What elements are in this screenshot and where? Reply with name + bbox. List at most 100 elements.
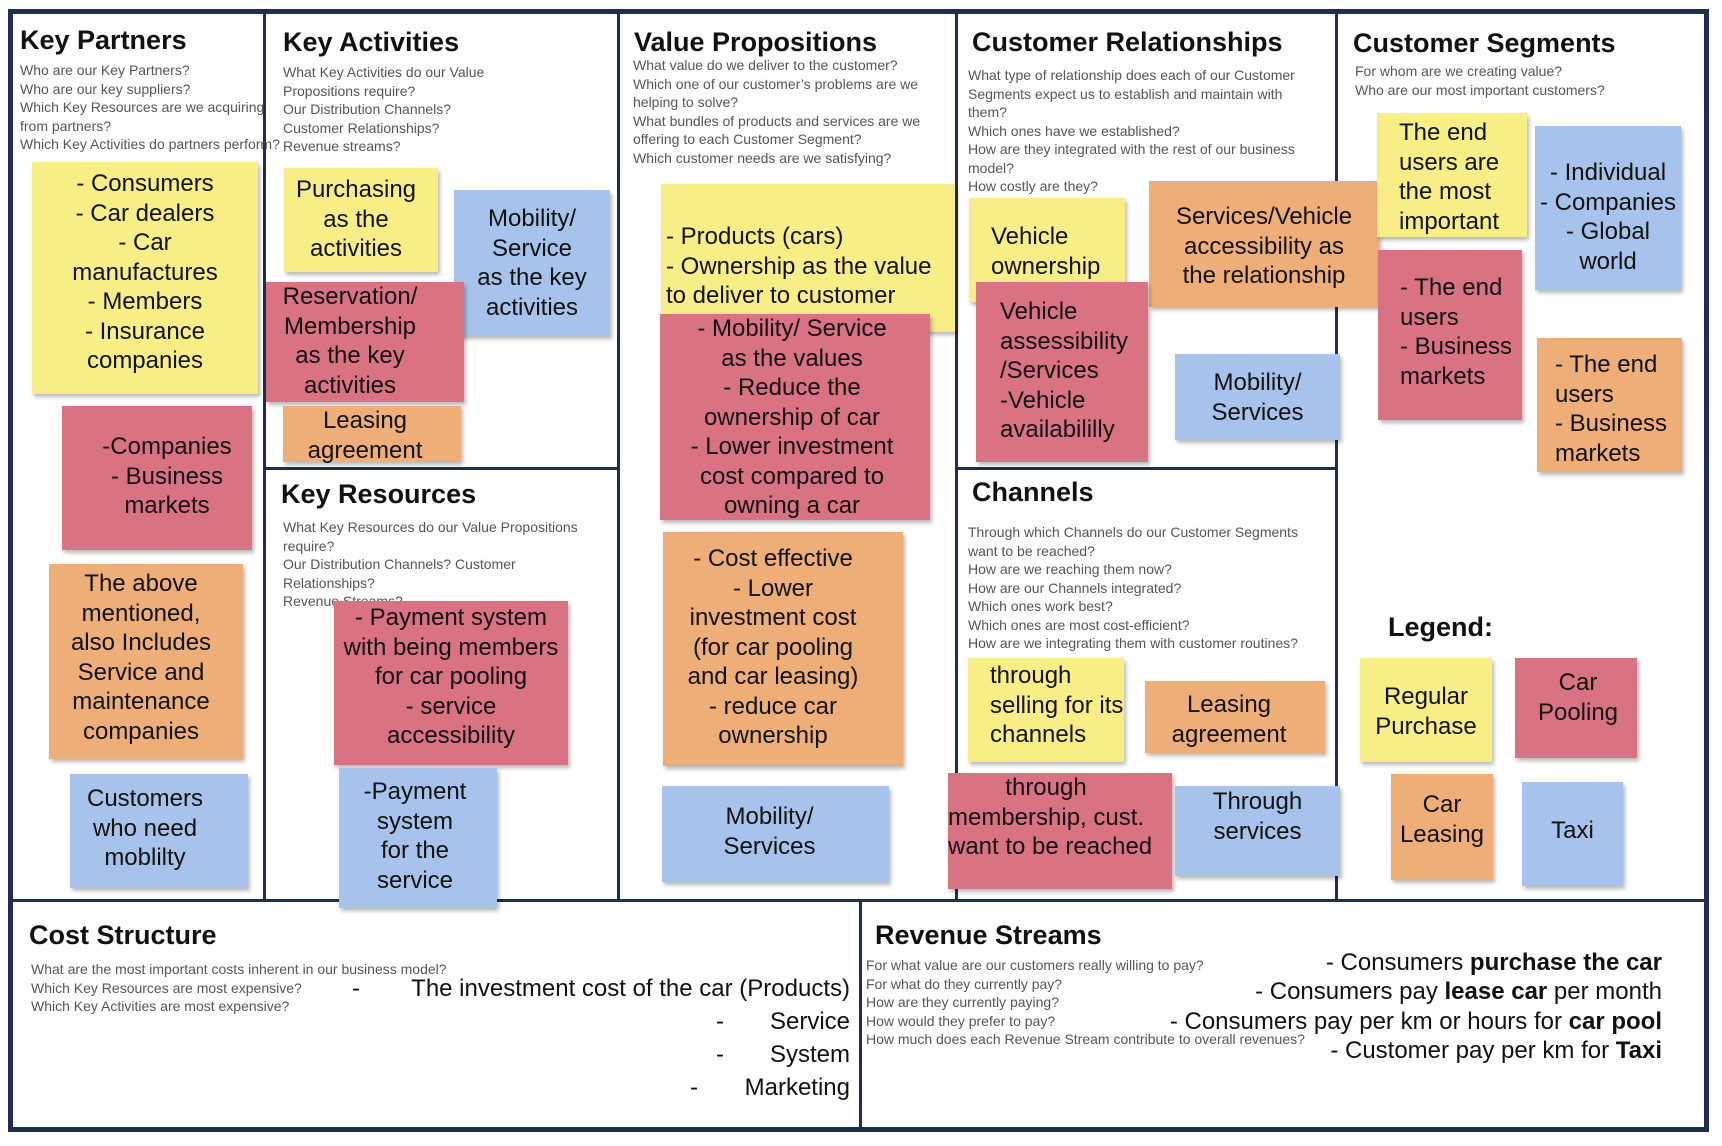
note-line: as the values [721,344,863,372]
note-line: availabililly [1000,416,1115,443]
cost-bullet: - [690,1074,698,1101]
note-line: Mobility/ [1213,369,1302,396]
note-line: to deliver to customer [666,282,896,309]
note-line: -Companies [102,433,232,460]
question-line: Which ones are most cost-efficient? [968,616,1190,633]
section-title: Revenue Streams [875,920,1102,950]
section-title: Customer Relationships [972,27,1283,57]
note-line: ownership of car [703,403,881,431]
legend-title: Legend: [1388,612,1493,642]
cost-bullet: - [716,1041,724,1068]
section-questions: For whom are we creating value?Who are o… [1355,62,1605,99]
divider [955,11,958,901]
note-line: Through [1212,788,1303,815]
question-line: Relationships? [283,574,375,591]
sticky-note: Mobility/Services [662,786,889,882]
note-line: activities [485,293,579,321]
question-line: Who are our Key Partners? [20,62,190,78]
section-questions: For what value are our customers really … [866,956,1305,1049]
cost-bullet: - [352,975,360,1002]
cost-bullet: - [716,1008,724,1035]
note-line: investment cost [689,604,857,631]
question-line: Who are our key suppliers? [20,80,191,97]
cost-item-text: System [769,1041,850,1068]
revenue-item-emphasis: purchase the car [1469,949,1662,976]
question-line: How are they currently paying? [866,994,1059,1010]
note-line: -Vehicle [1000,386,1086,414]
section-questions: Through which Channels do our Customer S… [968,523,1298,653]
question-line: What value do we deliver to the customer… [633,57,898,73]
question-line: Which ones work best? [968,598,1113,614]
question-line: Through which Channels do our Customer S… [968,524,1298,540]
revenue-item: - Consumers purchase the car [1326,948,1662,978]
note-line: membership, cust. [948,803,1145,831]
question-line: Segments expect us to establish and main… [968,85,1283,102]
section-questions: What value do we deliver to the customer… [633,56,920,167]
note-line: channels [990,721,1087,748]
cost-item-text: Marketing [744,1074,850,1101]
section-questions: What are the most important costs inhere… [31,960,447,1016]
divider [1335,11,1338,901]
question-line: Our Distribution Channels? [283,101,452,117]
cost-item-text: Service [769,1008,850,1035]
note-line: for car pooling [374,663,528,690]
question-line: How are we reaching them now? [968,561,1172,577]
section-title: Key Partners [20,25,187,55]
note-line: companies [82,717,200,745]
question-line: How are we integrating them with custome… [968,635,1298,651]
section-questions: Who are our Key Partners? Who are our key… [20,61,280,154]
section-title: Customer Segments [1353,28,1616,58]
note-line: Purchase [1375,712,1477,740]
section-title: Channels [972,477,1094,507]
revenue-item-emphasis: lease car [1444,978,1548,1005]
note-line: Leasing [1399,820,1485,848]
note-line: accessibility as [1183,232,1345,260]
note-line: Membership [283,312,417,340]
note-line: - Products (cars) [666,223,844,250]
question-line: model? [968,159,1014,176]
sticky-note: Mobility/Services [1175,354,1340,440]
note-line: as the key [477,264,587,291]
question-line: helping to solve? [633,94,739,110]
note-line: Mobility/ [487,205,577,232]
note-line: - Global [1565,218,1651,245]
note-line: The end [1399,119,1488,146]
note-line: - Members [87,288,203,315]
section-title: Key Resources [281,479,477,509]
note-line: also Includes [70,629,212,656]
note-line: -Payment [363,778,467,805]
note-line: - Car dealers [75,199,215,227]
cost-item: System [770,1040,850,1070]
question-line: How are they integrated with the rest of… [968,141,1295,157]
question-line: offering to each Customer Segment? [633,131,862,147]
note-line: users are [1399,148,1500,176]
note-line: owning a car [723,492,861,519]
note-line: with being members [343,633,559,661]
note-line: services [1213,817,1302,845]
note-line: - Reduce the [723,374,861,401]
note-line: important [1399,207,1500,235]
note-line: markets [1400,362,1486,390]
note-line: - Lower investment [690,433,894,460]
section-title: Value Propositions [634,27,878,57]
note-line: as the [323,205,389,233]
note-line: assessibility [1000,327,1129,355]
revenue-item-emphasis: car pool [1568,1008,1662,1035]
note-line: Mobility/ [725,803,814,830]
question-line: want to be reached? [968,542,1095,559]
note-line: Customers [86,785,204,812]
cost-item-text: The investment cost of the car (Products… [411,975,850,1002]
note-line: system [376,807,453,835]
question-line: How costly are they? [968,178,1098,194]
canvas-frame [8,9,1709,1132]
note-line: Car [1558,669,1598,696]
